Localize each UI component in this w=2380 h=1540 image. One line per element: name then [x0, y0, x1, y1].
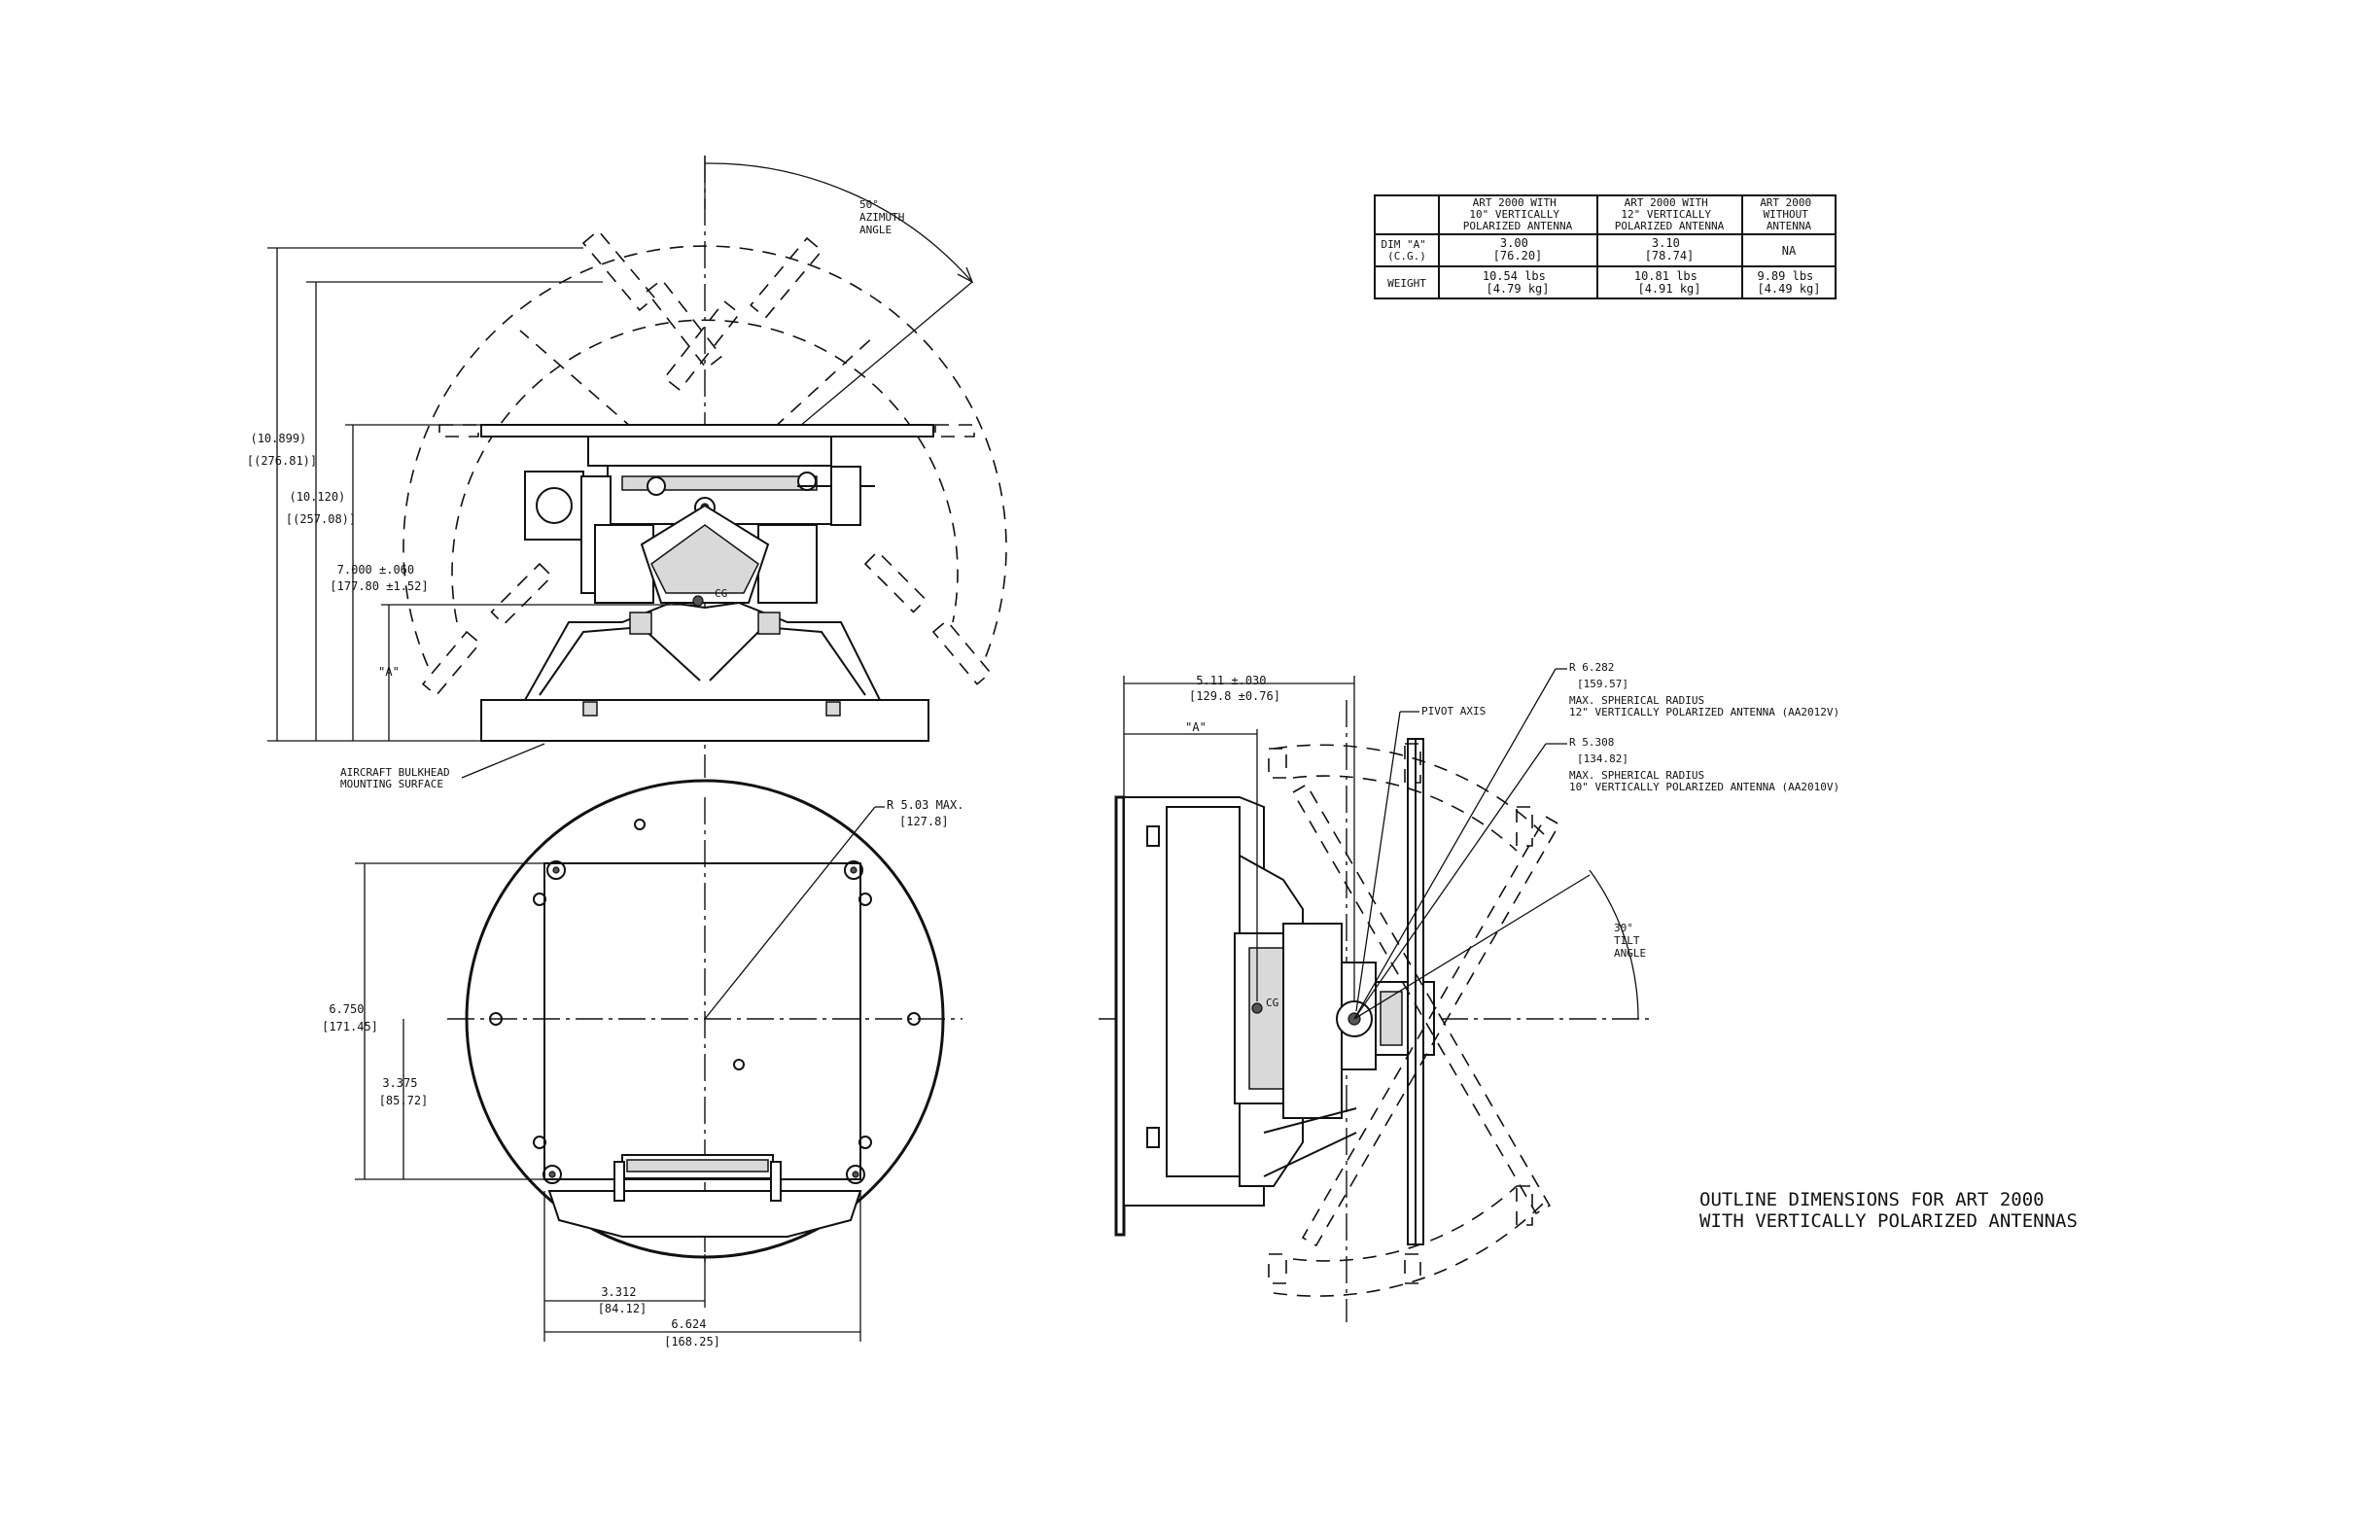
table-header-10in: ART 2000 WITH 10" VERTICALLY POLARIZED A…	[1463, 196, 1573, 232]
front-platform-height-dim: (10.120) [(257.08)]	[286, 490, 356, 526]
front-cg-label: CG	[715, 587, 727, 600]
front-height-dim: 7.000 ±.060 [177.80 ±1.52]	[330, 563, 428, 593]
bottom-half-width-dim: 3.312 [84.12]	[598, 1285, 648, 1315]
table-cell-weight-12in: 10.81 lbs [4.91 kg]	[1634, 269, 1704, 296]
table-cell-dim-a-none: NA	[1782, 244, 1797, 258]
radius-10in-label: R 5.308 [134.82] MAX. SPHERICAL RADIUS 1…	[1569, 736, 1839, 793]
front-dim-a: "A"	[378, 665, 400, 679]
spec-table: ART 2000 WITH 10" VERTICALLY POLARIZED A…	[1374, 194, 1837, 299]
table-cell-weight-none: 9.89 lbs [4.49 kg]	[1757, 269, 1820, 296]
mounting-surface-label: AIRCRAFT BULKHEAD MOUNTING SURFACE	[340, 766, 456, 790]
table-header-12in: ART 2000 WITH 12" VERTICALLY POLARIZED A…	[1615, 196, 1725, 232]
bottom-half-height-dim: 3.375 [85.72]	[379, 1076, 429, 1107]
antenna-plate	[480, 424, 934, 438]
radius-12in-label: R 6.282 [159.57] MAX. SPHERICAL RADIUS 1…	[1569, 661, 1839, 718]
side-depth-dim: 5.11 ±.030 [129.8 ±0.76]	[1189, 674, 1280, 703]
table-cell-dim-a-10in: 3.00 [76.20]	[1493, 236, 1543, 262]
azimuth-angle-label: 50° AZIMUTH ANGLE	[859, 198, 911, 236]
side-antenna-phantom-positions	[1268, 743, 1560, 1284]
table-cell-weight-10in: 10.54 lbs [4.79 kg]	[1483, 269, 1553, 296]
side-view: CG 30° TILT ANGLE	[1099, 661, 1839, 1322]
side-dim-a: "A"	[1185, 720, 1207, 734]
drawing-title: OUTLINE DIMENSIONS FOR ART 2000 WITH VER…	[1699, 1189, 2078, 1232]
gimbal-assembly: CG	[524, 436, 875, 607]
bottom-width-dim: 6.624 [168.25]	[664, 1317, 720, 1348]
side-cg-label: CG	[1266, 997, 1278, 1009]
pivot-axis-label: PIVOT AXIS	[1421, 705, 1486, 718]
table-row-dim-a-label: DIM "A" (C.G.)	[1382, 238, 1433, 262]
front-view: 50° AZIMUTH ANGLE	[247, 156, 1007, 790]
mounting-holes	[489, 819, 921, 1184]
tilt-angle-label: 30° TILT ANGLE	[1614, 922, 1646, 960]
table-row-weight-label: WEIGHT	[1387, 277, 1426, 290]
side-housing: CG	[1114, 795, 1435, 1237]
table-header-no-antenna: ART 2000 WITHOUT ANTENNA	[1760, 196, 1818, 232]
bottom-height-dim: 6.750 [171.45]	[322, 1002, 378, 1033]
front-overall-height-dim: (10.899) [(276.81)]	[247, 432, 317, 468]
pedestal-base	[480, 601, 929, 742]
bottom-radius-dim: R 5.03 MAX. [127.8]	[887, 798, 971, 828]
table-cell-dim-a-12in: 3.10 [78.74]	[1645, 236, 1695, 262]
bottom-view: R 5.03 MAX. [127.8] 6.750 [171.45] 3.375…	[322, 779, 971, 1348]
